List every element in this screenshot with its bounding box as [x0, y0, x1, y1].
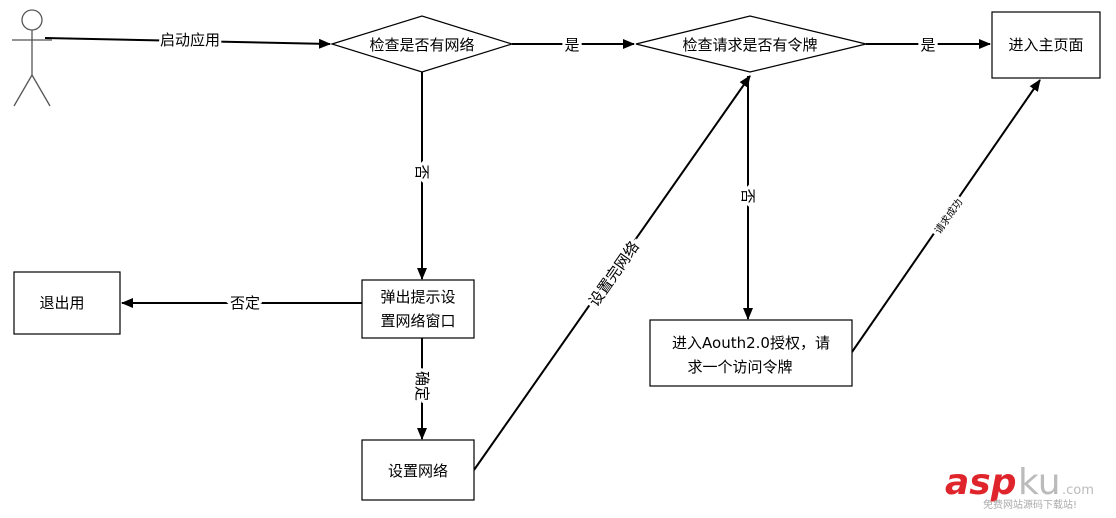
label-check-token: 检查请求是否有令牌	[682, 36, 817, 54]
svg-text:免费网站源码下载站!: 免费网站源码下载站!	[983, 498, 1077, 511]
label-check-network: 检查是否有网络	[369, 36, 474, 54]
edge-start	[44, 37, 331, 49]
label-start: 启动应用	[160, 31, 220, 49]
box-exit	[13, 271, 121, 335]
svg-text:ku: ku	[1018, 462, 1061, 503]
edge-request-ok	[851, 79, 1041, 353]
label-prompt-1: 弹出提示设	[380, 288, 455, 306]
edge-label-network-done: 设置完网络	[585, 238, 643, 310]
decision-check-token	[635, 15, 867, 73]
edge-label-no1: 否	[413, 164, 431, 179]
edge-label-confirm: 确定	[413, 371, 431, 401]
box-home	[991, 11, 1101, 79]
edge-label-deny: 否定	[230, 294, 260, 312]
edge-label-yes2: 是	[920, 36, 935, 54]
label-exit: 退出用	[39, 294, 84, 312]
label-set-network: 设置网络	[388, 462, 448, 480]
box-prompt	[361, 279, 475, 339]
edge-label-yes1: 是	[564, 36, 579, 54]
edge-label-request-ok: 请求成功	[932, 196, 966, 236]
watermark-logo: asp ku .com 免费网站源码下载站!	[945, 462, 1094, 511]
label-oauth-2: 求一个访问令牌	[687, 358, 792, 376]
box-set-network	[361, 439, 475, 501]
label-oauth-1: 进入Aouth2.0授权，请	[672, 334, 830, 352]
label-prompt-2: 置网络窗口	[380, 312, 455, 330]
decision-check-network	[329, 15, 515, 73]
svg-text:.com: .com	[1062, 483, 1094, 498]
edge-label-no2: 否	[739, 188, 757, 203]
actor-icon	[12, 9, 52, 107]
box-oauth	[649, 319, 853, 387]
edge-network-done	[473, 75, 751, 471]
label-home: 进入主页面	[1008, 36, 1083, 54]
svg-text:asp: asp	[945, 462, 1017, 503]
